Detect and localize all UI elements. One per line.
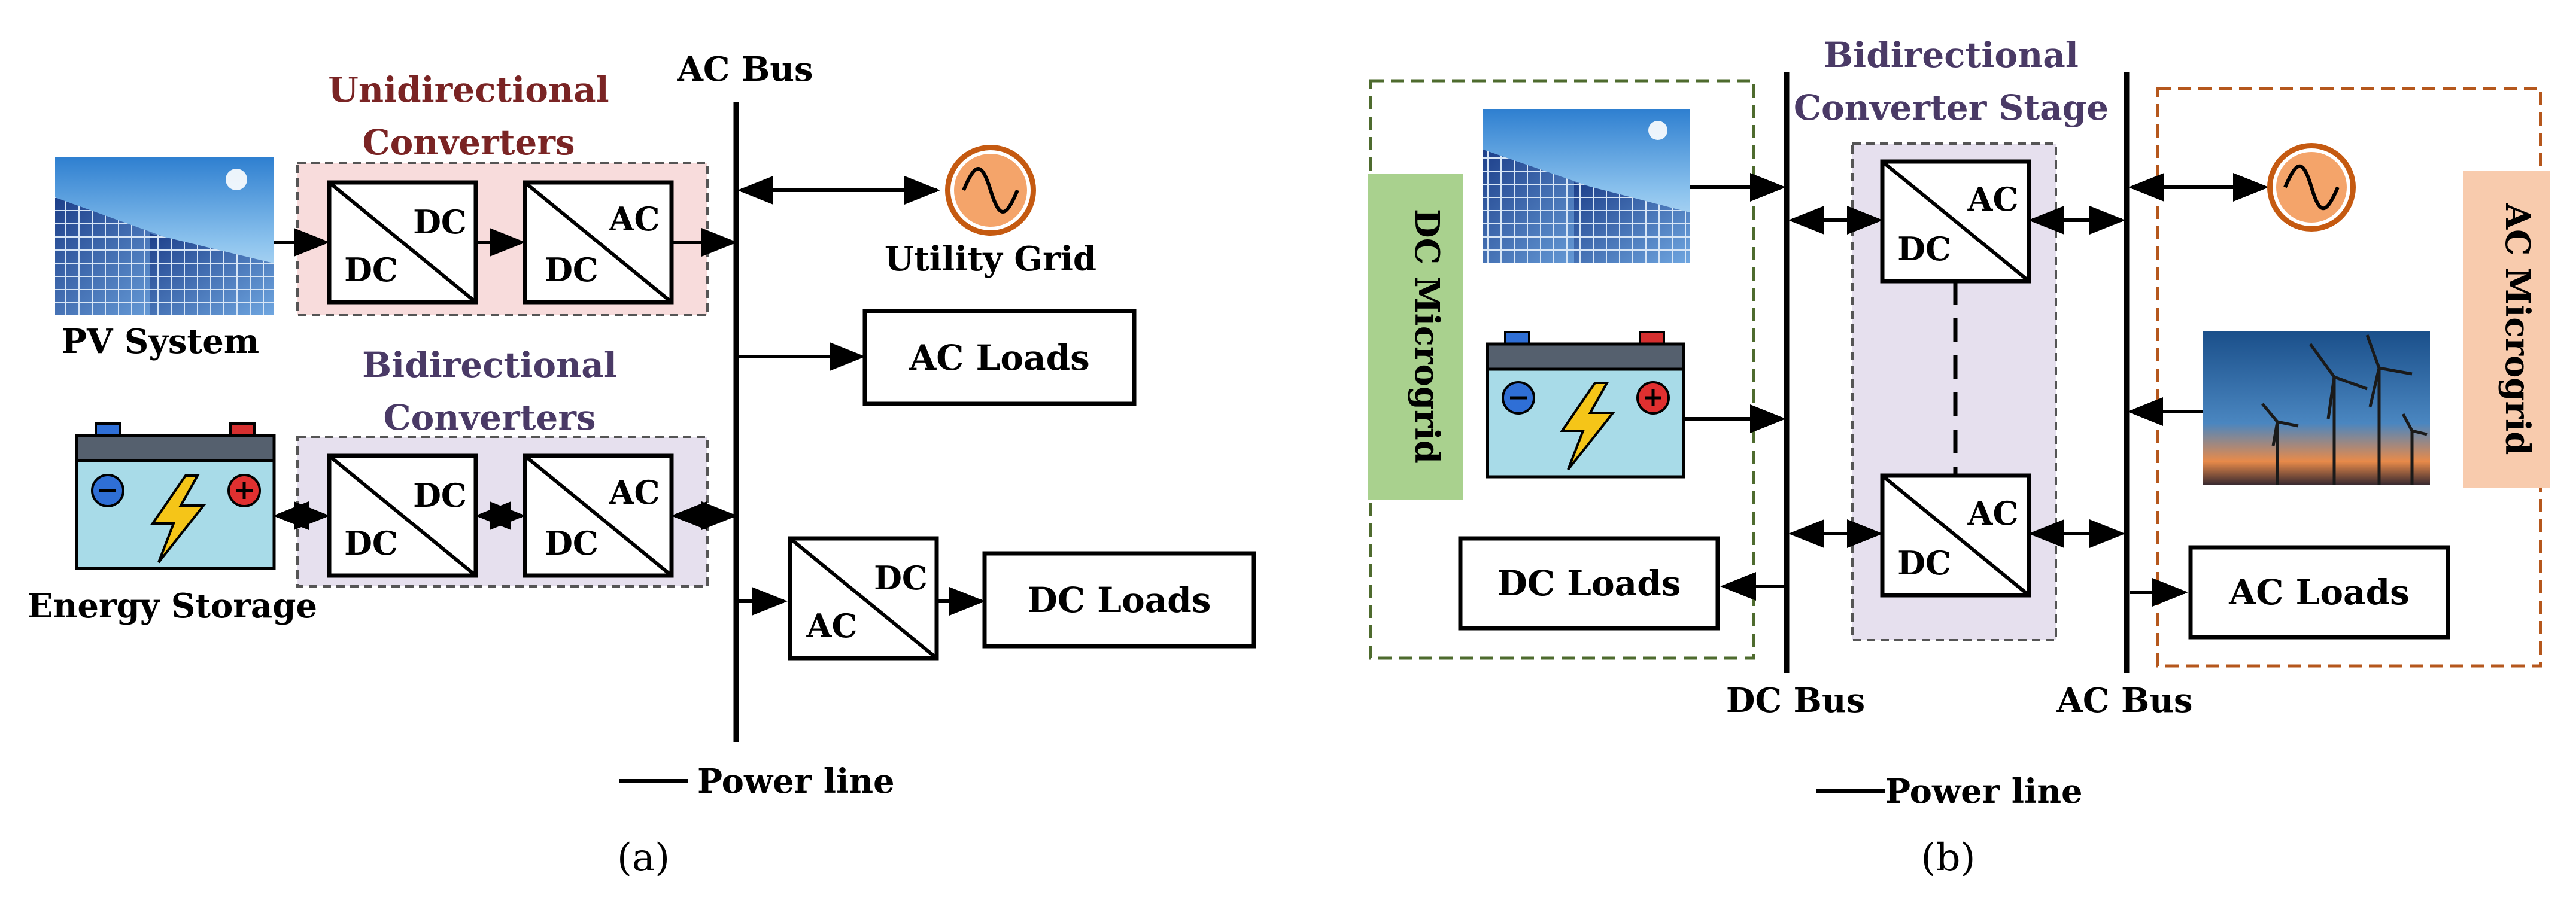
converter-label-bottom: DC xyxy=(545,524,599,562)
dc-dc-converter-bi: DC DC xyxy=(327,453,478,578)
ac-bus-label-b: AC Bus xyxy=(2056,681,2192,720)
converter-label-top: AC xyxy=(1967,494,2019,532)
unidirectional-title-line2: Converters xyxy=(362,122,575,163)
converter-label-bottom: DC xyxy=(344,524,398,562)
dc-ac-converter-top: AC DC xyxy=(1880,159,2031,284)
panel-b: DC Microgrid AC Microgrid Bidirectional … xyxy=(1368,35,2550,880)
utility-grid-icon xyxy=(945,145,1036,236)
dc-loads-box-a xyxy=(982,551,1256,649)
dc-loads-label-b: DC Loads xyxy=(1497,563,1681,604)
utility-grid-icon-b xyxy=(2267,143,2356,232)
pv-system-image xyxy=(55,157,274,315)
panel-a: AC Bus Unidirectional Converters DC DC A… xyxy=(28,50,1256,880)
caption-b: (b) xyxy=(1921,836,1976,880)
converter-stage-title-line1: Bidirectional xyxy=(1824,35,2079,75)
converter-label-top: AC xyxy=(609,200,660,238)
ac-loads-box-a xyxy=(862,309,1137,406)
converter-label-top: AC xyxy=(609,473,660,512)
pv-system-label: PV System xyxy=(62,322,259,361)
power-line-legend-label-a: Power line xyxy=(697,762,895,801)
converter-label-top: AC xyxy=(1967,180,2019,218)
converter-label-top: DC xyxy=(413,476,467,515)
dc-loads-box-b xyxy=(1458,536,1720,631)
utility-grid-label: Utility Grid xyxy=(885,239,1096,279)
pv-image-b xyxy=(1483,109,1690,263)
dc-ac-converter-bottom: AC DC xyxy=(1880,473,2031,598)
energy-storage-label: Energy Storage xyxy=(28,586,317,626)
bidirectional-title-line2: Converters xyxy=(383,397,596,438)
ac-loads-label-a: AC Loads xyxy=(909,337,1090,378)
dc-loads-label-a: DC Loads xyxy=(1028,580,1211,620)
dc-ac-converter-bi: AC DC xyxy=(523,453,674,578)
dc-microgrid-label: DC Microgrid xyxy=(1407,209,1447,464)
bidirectional-title-line1: Bidirectional xyxy=(362,345,617,385)
dc-ac-converter-uni: AC DC xyxy=(523,180,674,305)
unidirectional-title-line1: Unidirectional xyxy=(328,69,609,110)
battery-icon-a xyxy=(75,422,276,570)
converter-label-top: DC xyxy=(874,559,928,597)
ac-microgrid-tag xyxy=(2463,171,2550,488)
ac-dc-converter-a: DC AC xyxy=(788,536,939,661)
dc-dc-converter-uni: DC DC xyxy=(327,180,478,305)
converter-label-bottom: AC xyxy=(806,607,858,645)
converter-stage-title-line2: Converter Stage xyxy=(1794,87,2109,128)
converter-label-bottom: DC xyxy=(1897,230,1951,268)
wind-turbines-image xyxy=(2203,331,2430,485)
ac-loads-box-b xyxy=(2188,545,2450,640)
converter-label-bottom: DC xyxy=(1897,544,1951,582)
ac-microgrid-label: AC Microgrid xyxy=(2498,203,2537,455)
converter-label-bottom: DC xyxy=(545,251,599,289)
ac-bus-label-a: AC Bus xyxy=(676,50,813,89)
power-line-legend-label-b: Power line xyxy=(1885,772,2083,811)
converter-label-top: DC xyxy=(413,203,467,241)
dc-microgrid-tag xyxy=(1368,174,1463,500)
caption-a: (a) xyxy=(617,836,670,880)
converter-label-bottom: DC xyxy=(344,251,398,289)
ac-loads-label-b: AC Loads xyxy=(2228,572,2410,613)
dc-bus-label: DC Bus xyxy=(1726,681,1865,720)
battery-icon-b xyxy=(1486,331,1685,479)
